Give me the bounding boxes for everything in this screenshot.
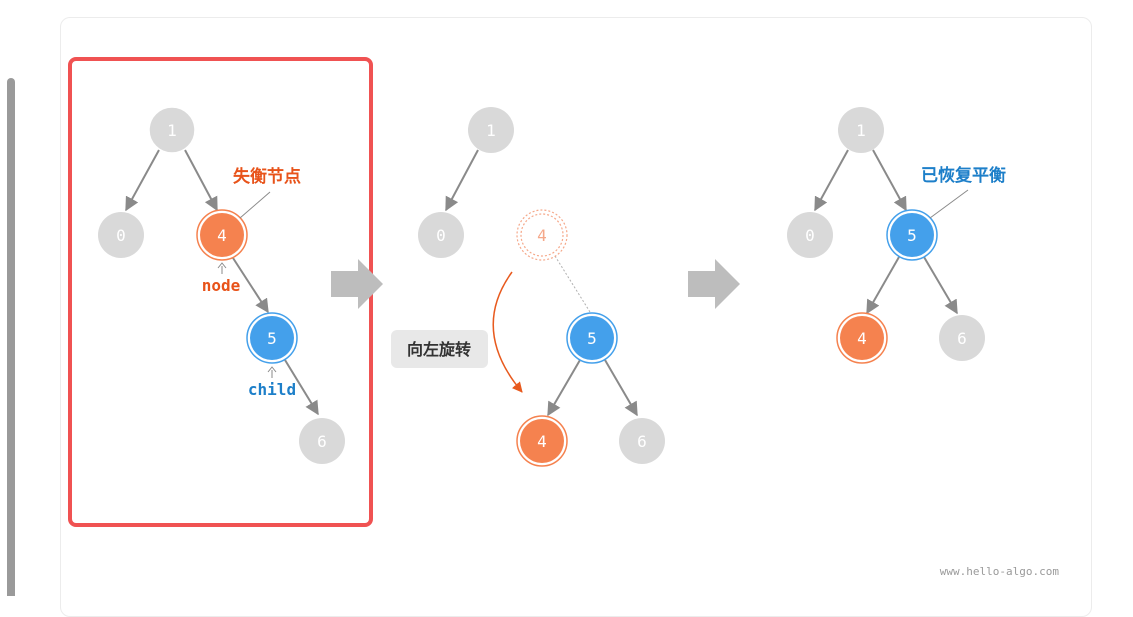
edge-1-4 xyxy=(184,149,218,212)
label-balanced: 已恢复平衡 xyxy=(921,165,1006,186)
panel3-node-0: 0 xyxy=(787,212,833,258)
svg-text:0: 0 xyxy=(116,226,126,245)
svg-text:6: 6 xyxy=(957,329,967,348)
edge-5-6 xyxy=(923,256,958,315)
child-pointer-arrow xyxy=(267,366,277,378)
node-pointer-arrow xyxy=(217,262,227,274)
panel3-edges xyxy=(814,149,958,315)
svg-text:5: 5 xyxy=(587,329,597,348)
svg-text:5: 5 xyxy=(267,329,277,348)
avl-left-rotation-diagram: 1 0 4 5 6 失衡节点 node child 1 xyxy=(68,57,1060,578)
svg-text:4: 4 xyxy=(857,329,867,348)
panel2-edges xyxy=(445,149,638,417)
edge-5-4 xyxy=(547,359,581,417)
diagram-card xyxy=(60,17,1092,617)
panel3-node-1: 1 xyxy=(838,107,884,153)
panel1-node-6: 6 xyxy=(299,418,345,464)
label-rotate-left: 向左旋转 xyxy=(407,340,471,359)
panel2-node-0: 0 xyxy=(418,212,464,258)
rotation-curve-arrow xyxy=(492,271,523,393)
svg-text:1: 1 xyxy=(167,121,177,140)
edge-5-6 xyxy=(604,359,638,417)
panel1-edges xyxy=(125,149,319,416)
panel3-node-6: 6 xyxy=(939,315,985,361)
transition-arrow-1 xyxy=(331,259,383,309)
balanced-pointer xyxy=(929,189,969,219)
panel1-node-4: 4 xyxy=(196,209,248,261)
svg-text:4: 4 xyxy=(537,432,547,451)
label-node: node xyxy=(202,276,241,295)
panel1-node-5: 5 xyxy=(246,312,298,364)
ghost-link xyxy=(554,255,591,313)
unbalanced-pointer xyxy=(239,191,271,219)
edge-5-4 xyxy=(866,256,900,315)
edge-4-5 xyxy=(232,257,269,314)
svg-text:6: 6 xyxy=(637,432,647,451)
scrollbar[interactable] xyxy=(7,78,15,596)
panel2-node-5: 5 xyxy=(566,312,618,364)
edge-1-5 xyxy=(872,149,907,212)
panel2-ghost-node-4: 4 xyxy=(516,209,568,261)
edge-1-0 xyxy=(445,149,479,212)
svg-text:1: 1 xyxy=(486,121,496,140)
svg-text:6: 6 xyxy=(317,432,327,451)
svg-text:1: 1 xyxy=(856,121,866,140)
panel2-node-1: 1 xyxy=(468,107,514,153)
panel2-node-4: 4 xyxy=(516,415,568,467)
label-unbalanced-node: 失衡节点 xyxy=(233,166,301,187)
edge-1-0 xyxy=(814,149,849,212)
panel3-node-4: 4 xyxy=(836,312,888,364)
svg-text:0: 0 xyxy=(805,226,815,245)
svg-text:5: 5 xyxy=(907,226,917,245)
watermark: www.hello-algo.com xyxy=(940,565,1060,578)
edge-1-0 xyxy=(125,149,160,212)
svg-text:0: 0 xyxy=(436,226,446,245)
rotate-label-pill xyxy=(391,330,488,368)
svg-text:4: 4 xyxy=(537,226,547,245)
panel2-node-6: 6 xyxy=(619,418,665,464)
panel3-node-5: 5 xyxy=(886,209,938,261)
label-child: child xyxy=(248,380,296,399)
panel1-node-1: 1 xyxy=(148,106,196,154)
transition-arrow-2 xyxy=(688,259,740,309)
panel1-node-0: 0 xyxy=(98,212,144,258)
svg-text:4: 4 xyxy=(217,226,227,245)
edge-5-6 xyxy=(284,359,319,416)
